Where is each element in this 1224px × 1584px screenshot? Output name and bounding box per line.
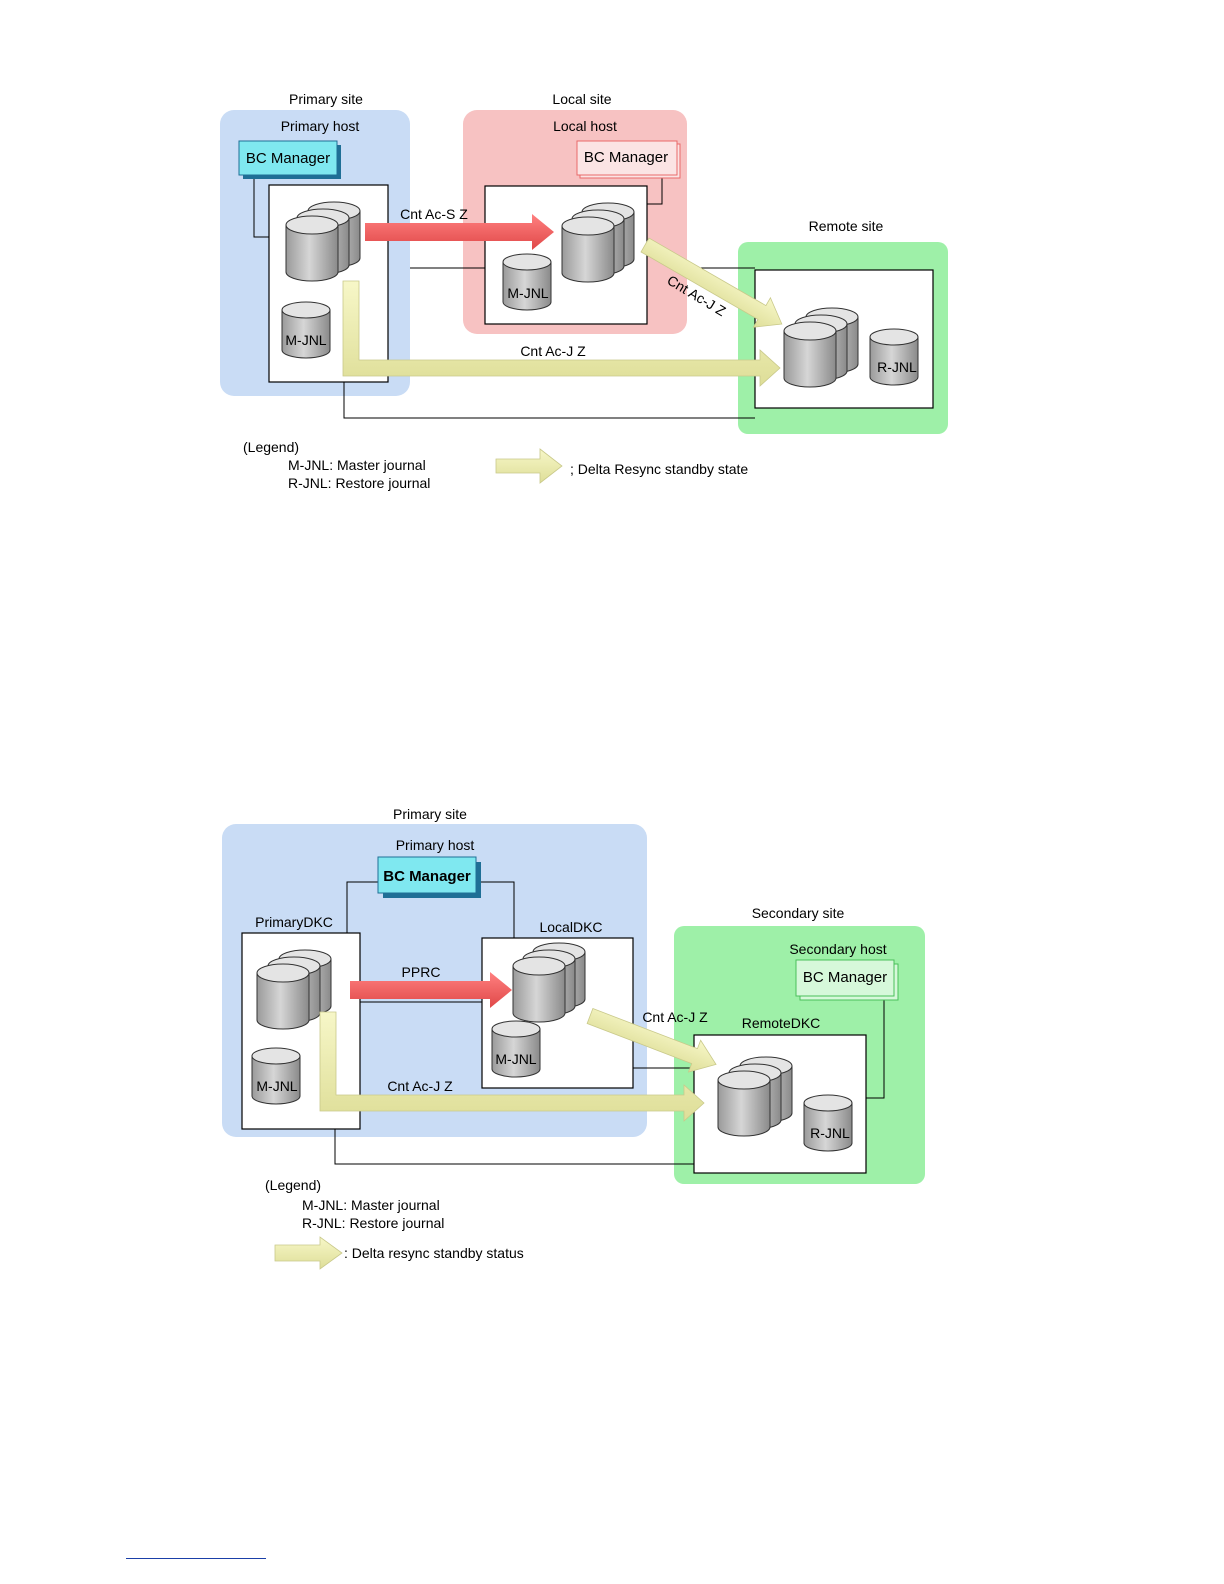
d1-local-mjnl-label: M-JNL xyxy=(507,285,548,301)
d1-remote-site-label: Remote site xyxy=(809,218,884,234)
d1-async-local-remote-arrow xyxy=(640,237,783,328)
d2-primary-bc-manager-label: BC Manager xyxy=(383,868,471,885)
d1-primary-bc-manager-label: BC Manager xyxy=(246,150,330,167)
diagram-1: Primary site Primary host Local site Loc… xyxy=(220,91,948,491)
d2-secondary-host-label: Secondary host xyxy=(789,941,886,957)
d2-primary-mjnl: M-JNL xyxy=(251,1047,301,1105)
d2-sync-arrow xyxy=(350,972,512,1008)
diagram-2: Primary site Primary host PrimaryDKC Loc… xyxy=(222,806,925,1270)
footnote-separator xyxy=(126,1558,266,1559)
d2-primary-remote-link xyxy=(334,1129,694,1165)
d2-secondary-site-label: Secondary site xyxy=(752,905,845,921)
d1-primary-host-label: Primary host xyxy=(281,118,360,134)
d1-primary-bc-manager: BC Manager xyxy=(238,140,341,179)
d2-primary-mjnl-label: M-JNL xyxy=(256,1078,297,1094)
d2-legend-standby: : Delta resync standby status xyxy=(344,1245,524,1261)
d1-local-bc-link xyxy=(647,178,663,205)
d1-async-primary-remote-label: Cnt Ac-J Z xyxy=(520,343,586,359)
d1-primary-mjnl: M-JNL xyxy=(281,301,331,359)
d2-sync-arrow-label: PPRC xyxy=(402,964,441,980)
d2-remote-rjnl-label: R-JNL xyxy=(810,1125,850,1141)
d1-sync-arrow xyxy=(365,214,554,250)
d1-local-mjnl: M-JNL xyxy=(502,253,552,311)
d2-host-to-primary-dkc-line xyxy=(346,881,381,933)
d2-local-mjnl-label: M-JNL xyxy=(495,1051,536,1067)
d2-local-dkc-label: LocalDKC xyxy=(539,919,602,935)
d1-remote-rjnl: R-JNL xyxy=(869,328,919,386)
d1-local-host-label: Local host xyxy=(553,118,617,134)
d2-secondary-host-link xyxy=(866,1000,885,1099)
d1-legend-mjnl: M-JNL: Master journal xyxy=(288,457,426,473)
d2-primary-bc-manager: BC Manager xyxy=(377,856,481,898)
d1-remote-rjnl-label: R-JNL xyxy=(877,359,917,375)
d1-sync-arrow-label: Cnt Ac-S Z xyxy=(400,206,468,222)
d1-primary-remote-link xyxy=(343,382,755,419)
d2-legend-title: (Legend) xyxy=(265,1177,321,1193)
d2-primary-dkc-label: PrimaryDKC xyxy=(255,914,333,930)
d2-legend-standby-arrow-icon xyxy=(274,1236,343,1270)
d1-local-bc-manager: BC Manager xyxy=(576,140,681,179)
d2-async-primary-remote-arrow xyxy=(319,1011,705,1122)
d2-async-local-remote-label: Cnt Ac-J Z xyxy=(642,1009,708,1025)
d2-secondary-bc-manager: BC Manager xyxy=(795,959,899,1001)
d2-async-local-remote-arrow xyxy=(586,1008,717,1073)
d2-secondary-bc-manager-label: BC Manager xyxy=(803,969,887,986)
d1-local-site-label: Local site xyxy=(552,91,611,107)
d2-local-mjnl: M-JNL xyxy=(491,1020,541,1078)
d1-local-bc-manager-label: BC Manager xyxy=(584,149,668,166)
d2-host-to-local-dkc-line xyxy=(475,881,515,938)
d2-primary-host-label: Primary host xyxy=(396,837,475,853)
d1-legend-rjnl: R-JNL: Restore journal xyxy=(288,475,430,491)
d1-primary-site-label: Primary site xyxy=(289,91,363,107)
d2-remote-dkc-label: RemoteDKC xyxy=(742,1015,821,1031)
d1-primary-mjnl-label: M-JNL xyxy=(285,332,326,348)
d2-legend-mjnl: M-JNL: Master journal xyxy=(302,1197,440,1213)
d1-legend-standby-arrow-icon xyxy=(495,448,563,484)
d1-async-primary-remote-arrow xyxy=(342,280,781,387)
d1-legend-standby: ; Delta Resync standby state xyxy=(570,461,748,477)
d2-async-primary-remote-label: Cnt Ac-J Z xyxy=(387,1078,453,1094)
d2-legend-rjnl: R-JNL: Restore journal xyxy=(302,1215,444,1231)
d2-remote-rjnl: R-JNL xyxy=(803,1094,853,1152)
d2-primary-site-label: Primary site xyxy=(393,806,467,822)
d1-legend-title: (Legend) xyxy=(243,439,299,455)
